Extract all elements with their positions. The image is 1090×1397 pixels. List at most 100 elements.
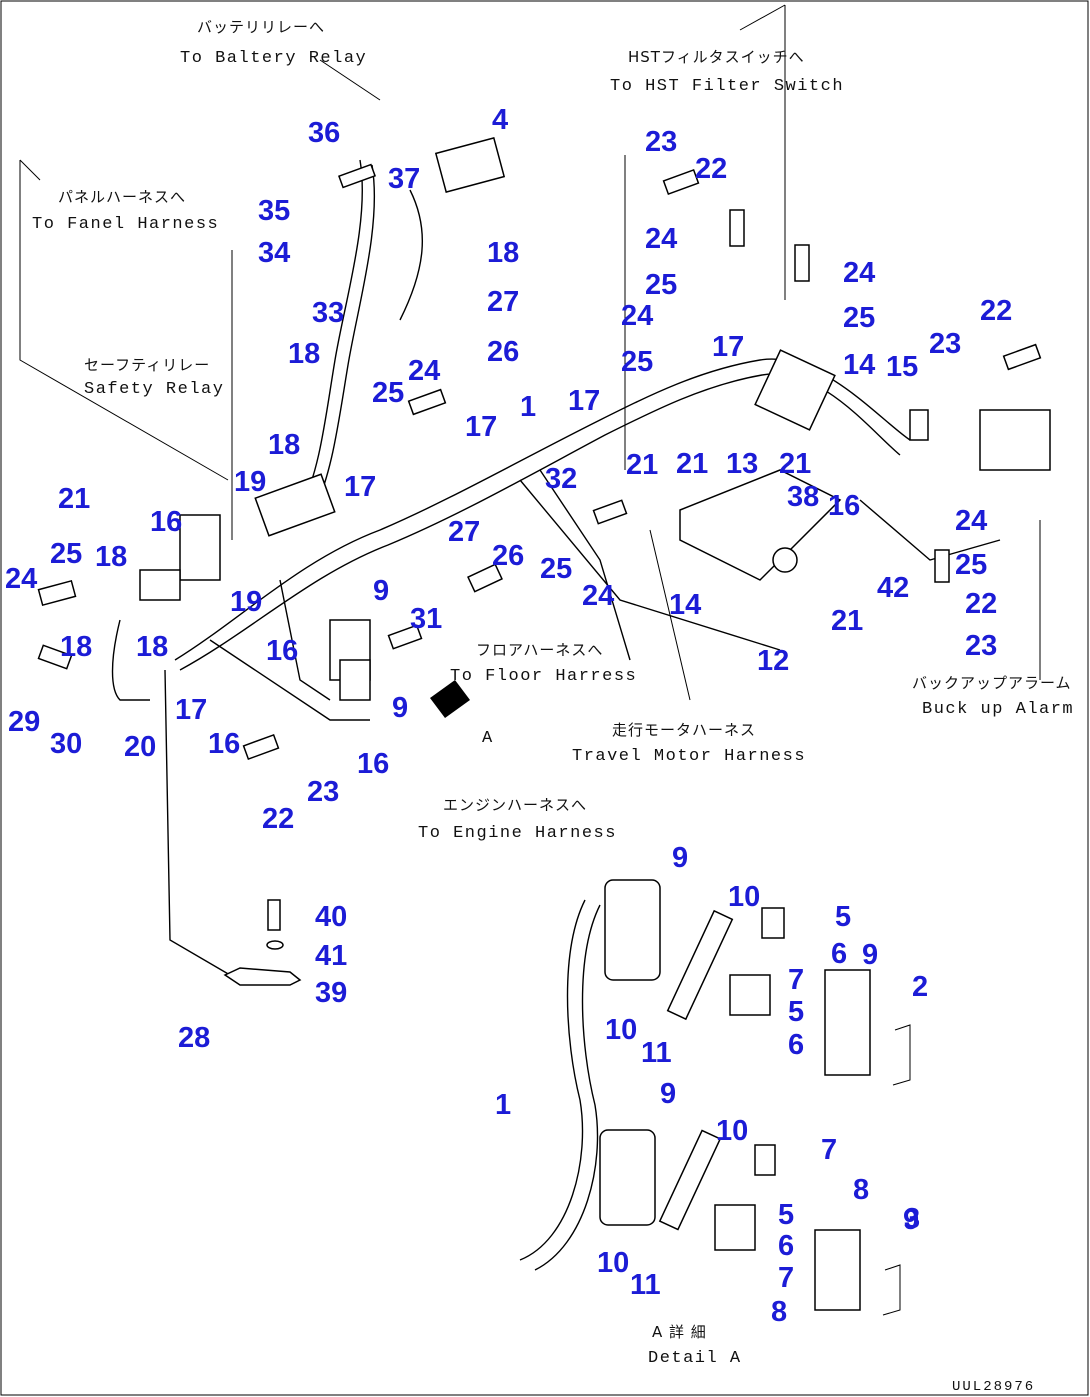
callout-22: 22 — [965, 588, 997, 620]
bracket-15 — [909, 409, 929, 441]
callout-29: 29 — [8, 706, 40, 738]
callout-25: 25 — [621, 346, 653, 378]
callout-25: 25 — [955, 549, 987, 581]
callout-22: 22 — [980, 295, 1012, 327]
callout-25: 25 — [540, 553, 572, 585]
detail-connector-lower — [599, 1129, 656, 1226]
callout-16: 16 — [150, 506, 182, 538]
bolt-36 — [338, 163, 376, 189]
label-hst-switch-ja: HSTフィルタスイッチへ — [628, 48, 805, 66]
bolt-24-a — [407, 388, 447, 416]
ground-wire — [164, 669, 231, 976]
callout-11: 11 — [641, 1037, 672, 1069]
callout-24: 24 — [955, 505, 987, 537]
callout-8: 8 — [771, 1296, 787, 1328]
callout-25: 25 — [50, 538, 82, 570]
bolt-26 — [467, 563, 503, 593]
callout-14: 14 — [843, 349, 875, 381]
right-branch — [859, 499, 1001, 561]
callout-23: 23 — [965, 630, 997, 662]
label-engine-harness-en: To Engine Harness — [418, 824, 617, 843]
fuse-stack-upper — [729, 974, 771, 1016]
callout-21: 21 — [626, 449, 658, 481]
small-relay — [139, 569, 181, 601]
callout-42: 42 — [877, 572, 909, 604]
callout-33: 33 — [312, 297, 344, 329]
fuse-5-6 — [761, 907, 785, 939]
callout-24: 24 — [408, 355, 440, 387]
callout-20: 20 — [124, 731, 156, 763]
lower-branch-b — [279, 579, 331, 701]
callout-26: 26 — [487, 336, 519, 368]
callout-21: 21 — [676, 448, 708, 480]
cover-3 — [882, 1264, 901, 1316]
view-a-arrow — [430, 680, 470, 718]
callout-16: 16 — [266, 635, 298, 667]
callout-6: 6 — [831, 938, 847, 970]
callout-25: 25 — [645, 269, 677, 301]
callout-21: 21 — [58, 483, 90, 515]
detail-fuse-lower — [658, 1129, 722, 1231]
ground-loop — [111, 619, 150, 701]
callout-21: 21 — [831, 605, 863, 637]
controller-plate — [679, 469, 842, 581]
label-backup-alarm-ja: バックアップアラーム — [912, 674, 1072, 692]
label-safety-relay-ja: セーフティリレー — [84, 356, 210, 374]
bolt-22-c — [1002, 343, 1042, 371]
callout-27: 27 — [448, 516, 480, 548]
backup-alarm — [979, 409, 1051, 471]
callout-9: 9 — [862, 939, 878, 971]
bolt-24-c — [592, 499, 628, 525]
hst-switch-arrow — [739, 4, 786, 31]
label-hst-switch-en: To HST Filter Switch — [610, 77, 844, 96]
bolt-22-b — [662, 168, 700, 196]
callout-35: 35 — [258, 195, 290, 227]
callout-4: 4 — [492, 104, 508, 136]
detail-harness-b — [534, 904, 601, 1271]
callout-5: 5 — [778, 1199, 794, 1231]
callout-9: 9 — [660, 1078, 676, 1110]
callout-7: 7 — [778, 1262, 794, 1294]
label-backup-alarm-en: Buck up Alarm — [922, 700, 1074, 719]
connector-block-left — [254, 473, 336, 537]
label-travel-motor-ja: 走行モータハーネス — [612, 721, 756, 739]
callout-27: 27 — [487, 286, 519, 318]
callout-17: 17 — [344, 471, 376, 503]
callout-18: 18 — [60, 631, 92, 663]
callout-5: 5 — [835, 901, 851, 933]
callout-25: 25 — [843, 302, 875, 334]
callout-16: 16 — [357, 748, 389, 780]
callout-10: 10 — [605, 1014, 637, 1046]
callout-13: 13 — [726, 448, 758, 480]
callout-26: 26 — [492, 540, 524, 572]
relay-stack — [754, 349, 836, 431]
callout-34: 34 — [258, 237, 290, 269]
figure-id: UUL28976 — [952, 1379, 1035, 1395]
detail-harness-a — [519, 899, 586, 1261]
label-panel-harness-en: To Fanel Harness — [32, 215, 219, 234]
callout-2: 2 — [912, 971, 928, 1003]
callout-38: 38 — [787, 481, 819, 513]
bolt-40 — [267, 899, 281, 931]
callout-8: 8 — [853, 1174, 869, 1206]
callout-5: 5 — [788, 996, 804, 1028]
bolt-22-d — [934, 549, 950, 583]
bolt-24-e — [794, 244, 810, 282]
label-safety-relay-en: Safety Relay — [84, 380, 224, 399]
callout-21: 21 — [779, 448, 811, 480]
bolt-22-a — [242, 733, 280, 761]
callout-22: 22 — [695, 153, 727, 185]
label-battery-relay-en: To Baltery Relay — [180, 49, 367, 68]
lower-branch — [209, 639, 370, 721]
bolt-31 — [387, 624, 423, 650]
callout-17: 17 — [568, 385, 600, 417]
panel-harness-arrow — [19, 159, 41, 181]
mid-branch-b — [539, 469, 631, 661]
callout-23: 23 — [929, 328, 961, 360]
callout-6: 6 — [778, 1230, 794, 1262]
cover-lower — [814, 1229, 861, 1311]
callout-11: 11 — [630, 1269, 661, 1301]
callout-10: 10 — [728, 881, 760, 913]
label-detail-en: Detail A — [648, 1349, 742, 1368]
